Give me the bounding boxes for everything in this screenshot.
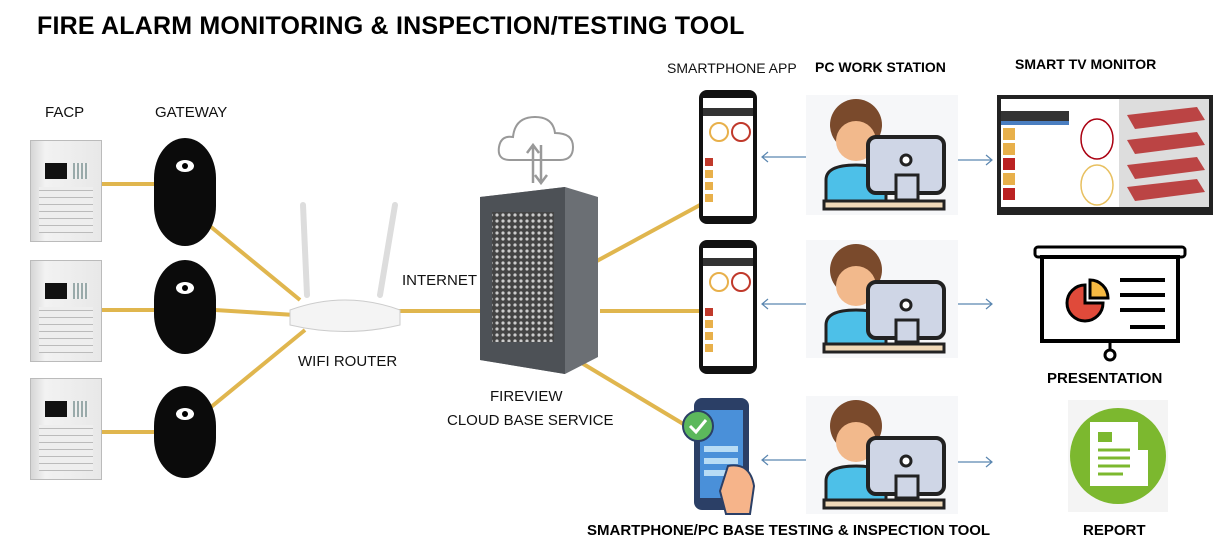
facp-panel [30,140,102,242]
page-title: FIRE ALARM MONITORING & INSPECTION/TESTI… [37,12,745,40]
phone-checklist-icon [682,398,756,515]
server-tower-icon [480,187,598,374]
gateway-label: GATEWAY [155,104,228,121]
link-server-tool [578,360,692,430]
gateway-device [154,386,216,478]
eye-logo-icon [176,160,194,172]
facp-label: FACP [45,104,85,121]
eye-logo-icon [176,408,194,420]
wifi-router-icon [289,202,401,332]
facp-panel [30,378,102,480]
internet-label: INTERNET [402,272,477,289]
presentation-label: PRESENTATION [1047,370,1163,387]
pc-workstation-icon [806,396,958,514]
smartphone-app-label: SMARTPHONE APP [667,60,797,76]
pc-workstation-icon [806,95,958,215]
link-gateway1-router [203,220,302,302]
facp-panel [30,260,102,362]
gateway-device [154,260,216,354]
pc-work-station-label: PC WORK STATION [815,59,946,75]
cloud-label-line1: FIREVIEW [490,388,563,405]
smart-tv-label: SMART TV MONITOR [1015,56,1157,72]
pc-workstation-icon [806,240,958,358]
link-server-phone1 [594,203,701,264]
eye-logo-icon [176,282,194,294]
gateway-device [154,138,216,246]
presentation-icon [1033,245,1187,362]
cloud-label-line2: CLOUD BASE SERVICE [447,412,614,429]
smart-tv-dashboard [997,95,1213,215]
smartphone-app-screen [699,240,757,374]
report-icon [1068,400,1168,512]
report-label: REPORT [1083,522,1146,539]
link-gateway3-router [203,328,307,414]
smartphone-app-screen [699,90,757,224]
router-label: WIFI ROUTER [298,353,398,370]
link-gateway2-router [214,308,296,317]
cloud-sync-icon [497,115,575,186]
testing-tool-label: SMARTPHONE/PC BASE TESTING & INSPECTION … [587,522,991,539]
